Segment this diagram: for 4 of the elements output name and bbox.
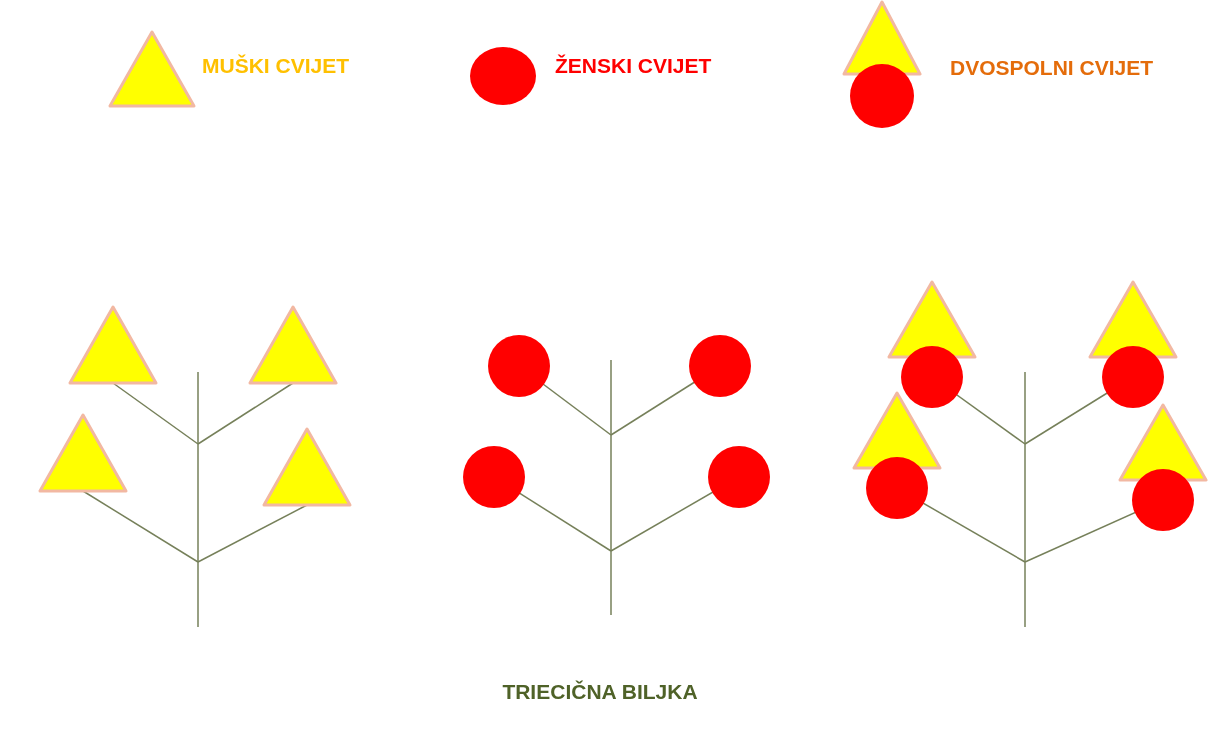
legend-label: DVOSPOLNI CVIJET: [950, 56, 1154, 80]
legend-label: MUŠKI CVIJET: [202, 54, 350, 78]
caption: TRIECIČNA BILJKA: [502, 680, 698, 703]
legend-label: ŽENSKI CVIJET: [555, 54, 712, 78]
